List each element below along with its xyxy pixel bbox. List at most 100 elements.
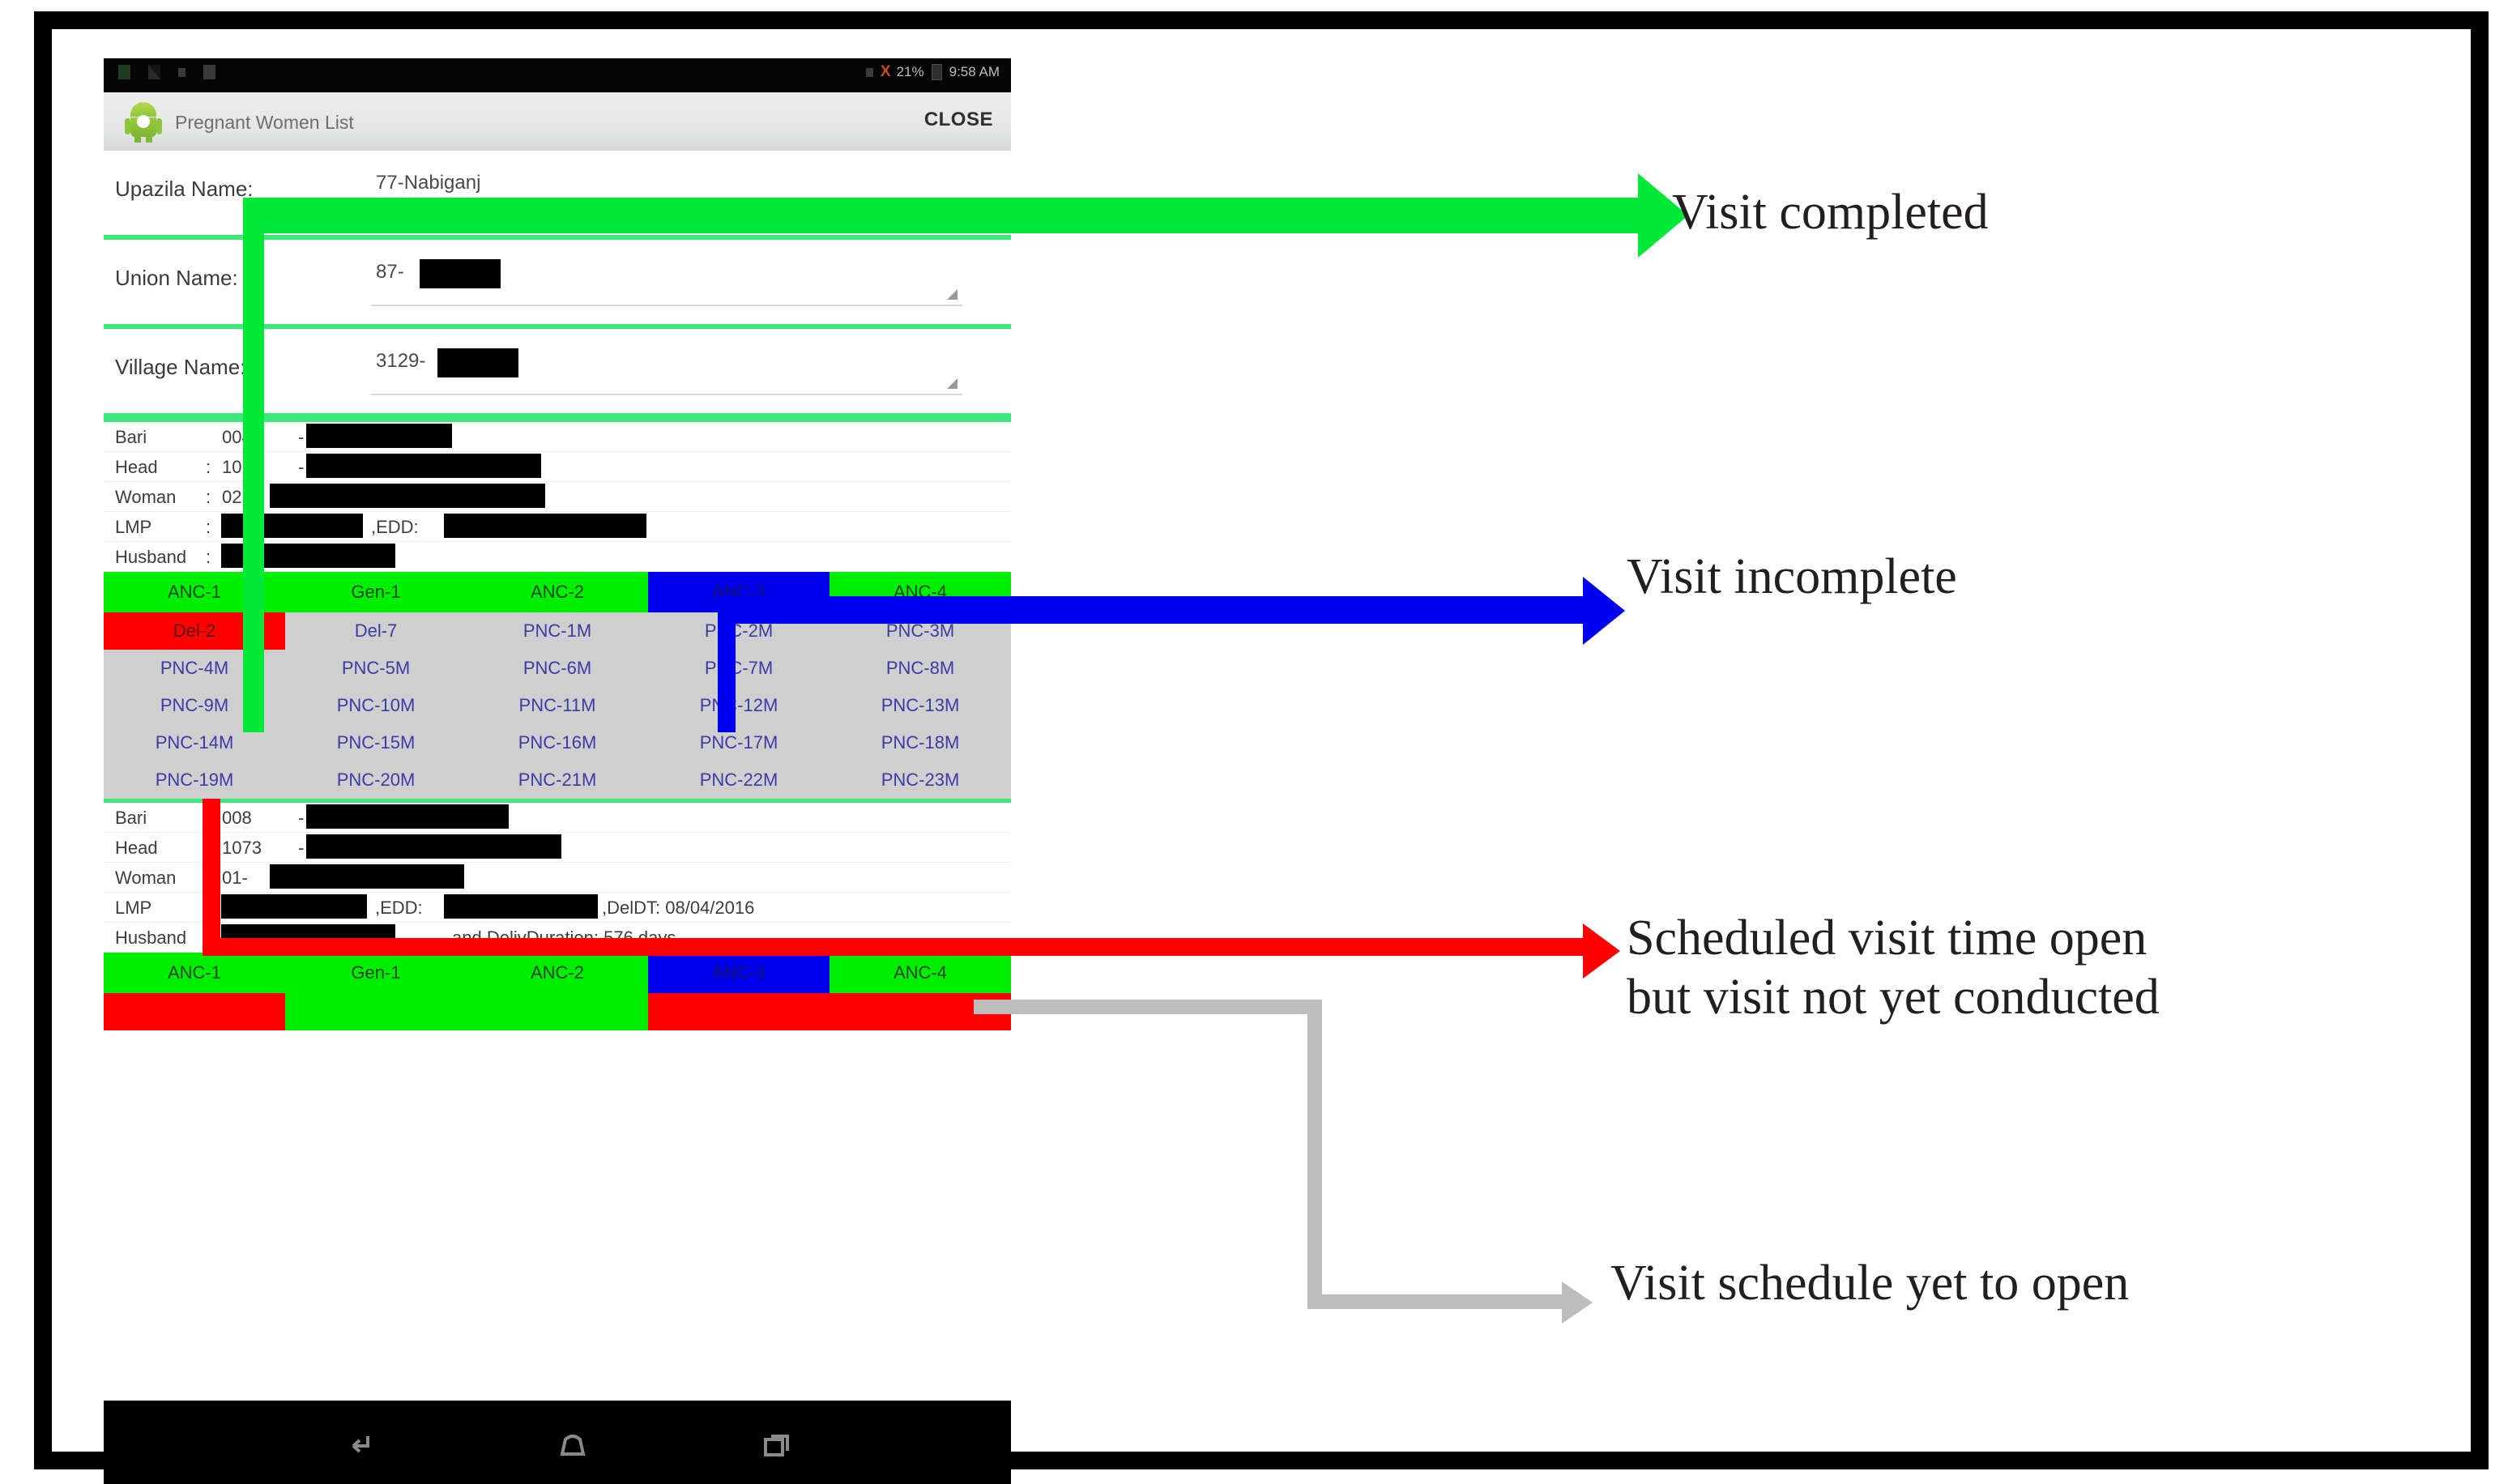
visit-cell-pnc-16m[interactable]: PNC-16M [467, 724, 648, 761]
sim-icon [203, 65, 215, 79]
visit-cell-anc-3[interactable]: ANC-3 [648, 953, 830, 993]
record-card[interactable]: Bari : 008 - Head : 1073 - Woman : 01- [104, 799, 1011, 1030]
field-label-edd: ,EDD: [371, 517, 419, 537]
visit-cell-pnc-22m[interactable]: PNC-22M [648, 761, 830, 799]
back-icon[interactable] [343, 1431, 381, 1459]
visit-cell-gen-1[interactable]: Gen-1 [285, 572, 467, 612]
recents-icon[interactable] [758, 1431, 795, 1459]
field-label-woman: Woman [115, 868, 177, 888]
visit-cell-pnc-8m[interactable]: PNC-8M [830, 650, 1011, 687]
field-dash: - [298, 808, 305, 828]
field-sep: : [206, 517, 211, 537]
visit-cell-pnc-19m[interactable]: PNC-19M [104, 761, 285, 799]
redaction-bar [444, 514, 646, 538]
app-notification-icon [118, 65, 130, 79]
visit-cell-pnc-13m[interactable]: PNC-13M [830, 687, 1011, 724]
app-title-bar: Pregnant Women List CLOSE [104, 92, 1011, 152]
visit-cell-anc-2[interactable]: ANC-2 [467, 953, 648, 993]
filter-label-village: Village Name: [115, 355, 246, 379]
visit-cell-pnc-23m[interactable]: PNC-23M [830, 761, 1011, 799]
visit-cell-partial-3[interactable] [467, 993, 648, 1030]
callout-line-incomplete [718, 596, 1601, 624]
arrow-head-incomplete [1583, 577, 1625, 645]
legend-label-visit-scheduled: Scheduled visit time open but visit not … [1627, 909, 2160, 1027]
visit-cell-pnc-12m[interactable]: PNC-12M [648, 687, 830, 724]
filter-label-union: Union Name: [115, 266, 238, 290]
visit-cell-partial-4[interactable] [648, 993, 830, 1030]
record-row-woman: Woman : 02 [104, 482, 1011, 512]
visit-cell-anc-1[interactable]: ANC-1 [104, 953, 285, 993]
redaction-bar [221, 894, 367, 919]
filter-row-union[interactable]: Union Name: 87- [104, 240, 1011, 329]
visit-cell-pnc-21m[interactable]: PNC-21M [467, 761, 648, 799]
list-scroll-area[interactable]: Upazila Name: 77-Nabiganj Union Name: 87… [104, 151, 1011, 1401]
field-dash: - [298, 457, 305, 477]
redaction-bar [420, 259, 501, 288]
field-label-husband: Husband [115, 547, 187, 567]
visit-cell-pnc-10m[interactable]: PNC-10M [285, 687, 467, 724]
callout-line-completed [243, 198, 264, 732]
visit-cell-partial-1[interactable] [104, 993, 285, 1030]
callout-line-yet-to-open [1307, 1000, 1322, 1309]
redaction-bar [437, 348, 518, 377]
visit-cell-pnc-18m[interactable]: PNC-18M [830, 724, 1011, 761]
filter-spinner-union[interactable]: 87- [371, 259, 962, 306]
field-value-deldt: ,DelDT: 08/04/2016 [602, 898, 755, 918]
visit-grid-row: PNC-19M PNC-20M PNC-21M PNC-22M PNC-23M [104, 761, 1011, 799]
visit-cell-anc-2[interactable]: ANC-2 [467, 572, 648, 612]
visit-status-grid[interactable]: ANC-1 Gen-1 ANC-2 ANC-3 ANC-4 [104, 953, 1011, 1030]
arrow-head-scheduled [1583, 923, 1620, 979]
signal-icon [148, 65, 160, 79]
redaction-bar [270, 864, 464, 889]
record-row-bari: Bari 004 - [104, 422, 1011, 452]
record-row-head: Head : 1073 - [104, 833, 1011, 863]
android-status-bar: X 21% 9:58 AM [104, 58, 1011, 92]
filter-value-village: 3129- [376, 350, 426, 372]
field-dash: - [298, 427, 305, 447]
field-label-edd: ,EDD: [375, 898, 423, 918]
filter-value-union: 87- [376, 261, 404, 283]
callout-line-scheduled [203, 938, 1601, 956]
redaction-bar [270, 484, 545, 508]
legend-label-yet-to-open: Visit schedule yet to open [1610, 1256, 2130, 1311]
redaction-bar [306, 424, 452, 448]
visit-grid-row-partial [104, 993, 1011, 1030]
visit-cell-partial-2[interactable] [285, 993, 467, 1030]
visit-cell-pnc-1m[interactable]: PNC-1M [467, 612, 648, 650]
field-value-woman: 01- [222, 868, 248, 888]
legend-label-visit-completed: Visit completed [1672, 185, 1989, 240]
visit-cell-pnc-20m[interactable]: PNC-20M [285, 761, 467, 799]
close-button[interactable]: CLOSE [923, 109, 993, 130]
filter-row-village[interactable]: Village Name: 3129- [104, 329, 1011, 418]
visit-cell-pnc-6m[interactable]: PNC-6M [467, 650, 648, 687]
visit-cell-del-7[interactable]: Del-7 [285, 612, 467, 650]
visit-cell-anc-4[interactable]: ANC-4 [830, 953, 1011, 993]
status-bar-system-icons: X 21% 9:58 AM [865, 63, 1000, 81]
visit-cell-pnc-11m[interactable]: PNC-11M [467, 687, 648, 724]
home-icon[interactable] [554, 1431, 591, 1459]
arrow-head-completed [1638, 173, 1688, 258]
visit-grid-row: PNC-9M PNC-10M PNC-11M PNC-12M PNC-13M [104, 687, 1011, 724]
legend-label-visit-incomplete: Visit incomplete [1627, 549, 1957, 604]
field-label-bari: Bari [115, 427, 147, 447]
vibrate-icon [865, 67, 873, 77]
page-title: Pregnant Women List [175, 112, 354, 133]
redaction-bar [306, 834, 561, 859]
android-navigation-bar [104, 1401, 1011, 1484]
record-row-husband: Husband : [104, 542, 1011, 572]
visit-cell-gen-1[interactable]: Gen-1 [285, 953, 467, 993]
visit-cell-pnc-17m[interactable]: PNC-17M [648, 724, 830, 761]
visit-cell-pnc-7m[interactable]: PNC-7M [648, 650, 830, 687]
visit-cell-pnc-15m[interactable]: PNC-15M [285, 724, 467, 761]
record-card[interactable]: Bari 004 - Head : 1014 - Woman : 02 [104, 418, 1011, 799]
callout-line-scheduled [203, 799, 220, 956]
clock-label: 9:58 AM [949, 64, 1000, 79]
status-bar-notification-icons [118, 65, 215, 79]
chevron-down-icon [947, 378, 958, 389]
phone-screenshot: X 21% 9:58 AM Pregnant Women List CLOSE … [104, 58, 1011, 1484]
field-label-woman: Woman [115, 487, 177, 507]
redaction-bar [306, 804, 509, 829]
filter-spinner-village[interactable]: 3129- [371, 348, 962, 395]
figure-frame: X 21% 9:58 AM Pregnant Women List CLOSE … [34, 11, 2489, 1484]
visit-cell-pnc-5m[interactable]: PNC-5M [285, 650, 467, 687]
